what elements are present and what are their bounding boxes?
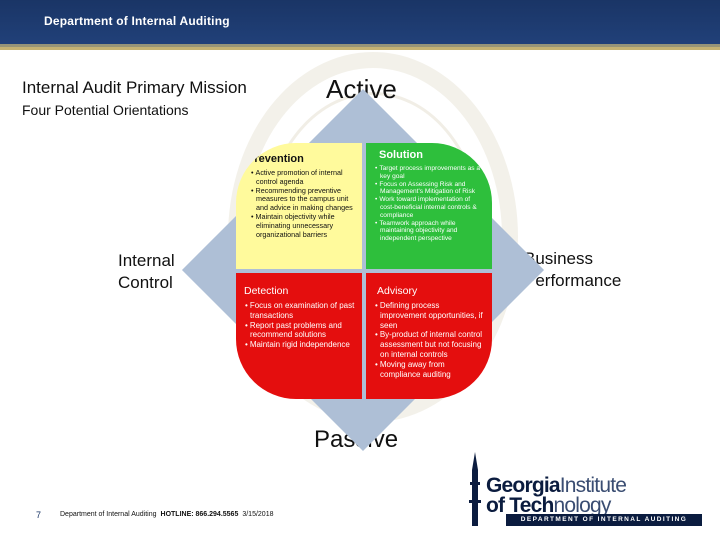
list-item: Work toward implementation of cost-benef… [374,196,485,219]
axis-label-internal-control: Internal Control [118,251,175,292]
footer-department: Department of Internal Auditing [60,511,157,518]
logo-institute: Institute [559,474,627,497]
header-rule [0,44,720,50]
list-item: Active promotion of internal control age… [250,168,355,187]
quadrant-title: Solution [379,149,423,161]
page-number: 7 [36,510,42,520]
list-item: Maintain rigid independence [244,340,355,350]
logo-nology: nology [553,494,612,517]
axis-label-business-performance: Business Performance [524,249,622,290]
orientations-subheading: Four Potential Orientations [22,102,189,118]
list-item: Teamwork approach while maintaining obje… [374,220,485,243]
quadrant-detection: Detection Focus on examination of past t… [236,273,362,399]
list-item: Recommending preventive measures to the … [250,186,355,213]
quadrant-list: Focus on examination of past transaction… [244,301,355,350]
quadrant-list: Active promotion of internal control age… [250,168,355,239]
logo-line-1: GeorgiaInstitute [486,474,627,498]
list-item: Focus on Assessing Risk and Management's… [374,181,485,197]
logo-bar [506,514,702,526]
list-item: Moving away from compliance auditing [374,360,485,380]
footer-hotline: HOTLINE: 866.294.5565 [160,511,239,518]
list-item: By-product of internal control assessmen… [374,330,485,359]
list-item: Focus on examination of past transaction… [244,301,355,321]
logo-department: DEPARTMENT OF INTERNAL AUDITING [520,516,688,523]
quadrant-solution: Solution Target process improvements as … [366,143,492,269]
list-item: Defining process improvement opportuniti… [374,301,485,330]
tech-tower-spire-icon [469,452,481,526]
logo-line-2: of Technology [486,494,611,518]
quadrant-title: Detection [244,285,289,297]
logo-of-tech: of Tech [486,494,554,517]
footer-date: 3/15/2018 [242,511,274,518]
quadrant-prevention: Prevention Active promotion of internal … [236,143,362,269]
quadrant-title: Advisory [377,285,418,297]
quadrant-advisory: Advisory Defining process improvement op… [366,273,492,399]
header-title: Department of Internal Auditing [44,14,230,28]
quadrant-list: Target process improvements as a key goa… [374,165,485,243]
list-item: Target process improvements as a key goa… [374,165,485,181]
list-item: Report past problems and recommend solut… [244,321,355,341]
quadrant-title: Prevention [247,153,304,165]
logo-georgia: Georgia [486,474,561,497]
georgia-tech-logo: GeorgiaInstitute of Technology DEPARTMEN… [466,452,706,530]
quadrant-list: Defining process improvement opportuniti… [374,301,485,379]
list-item: Maintain objectivity while eliminating u… [250,212,355,239]
mission-heading: Internal Audit Primary Mission [22,78,247,97]
